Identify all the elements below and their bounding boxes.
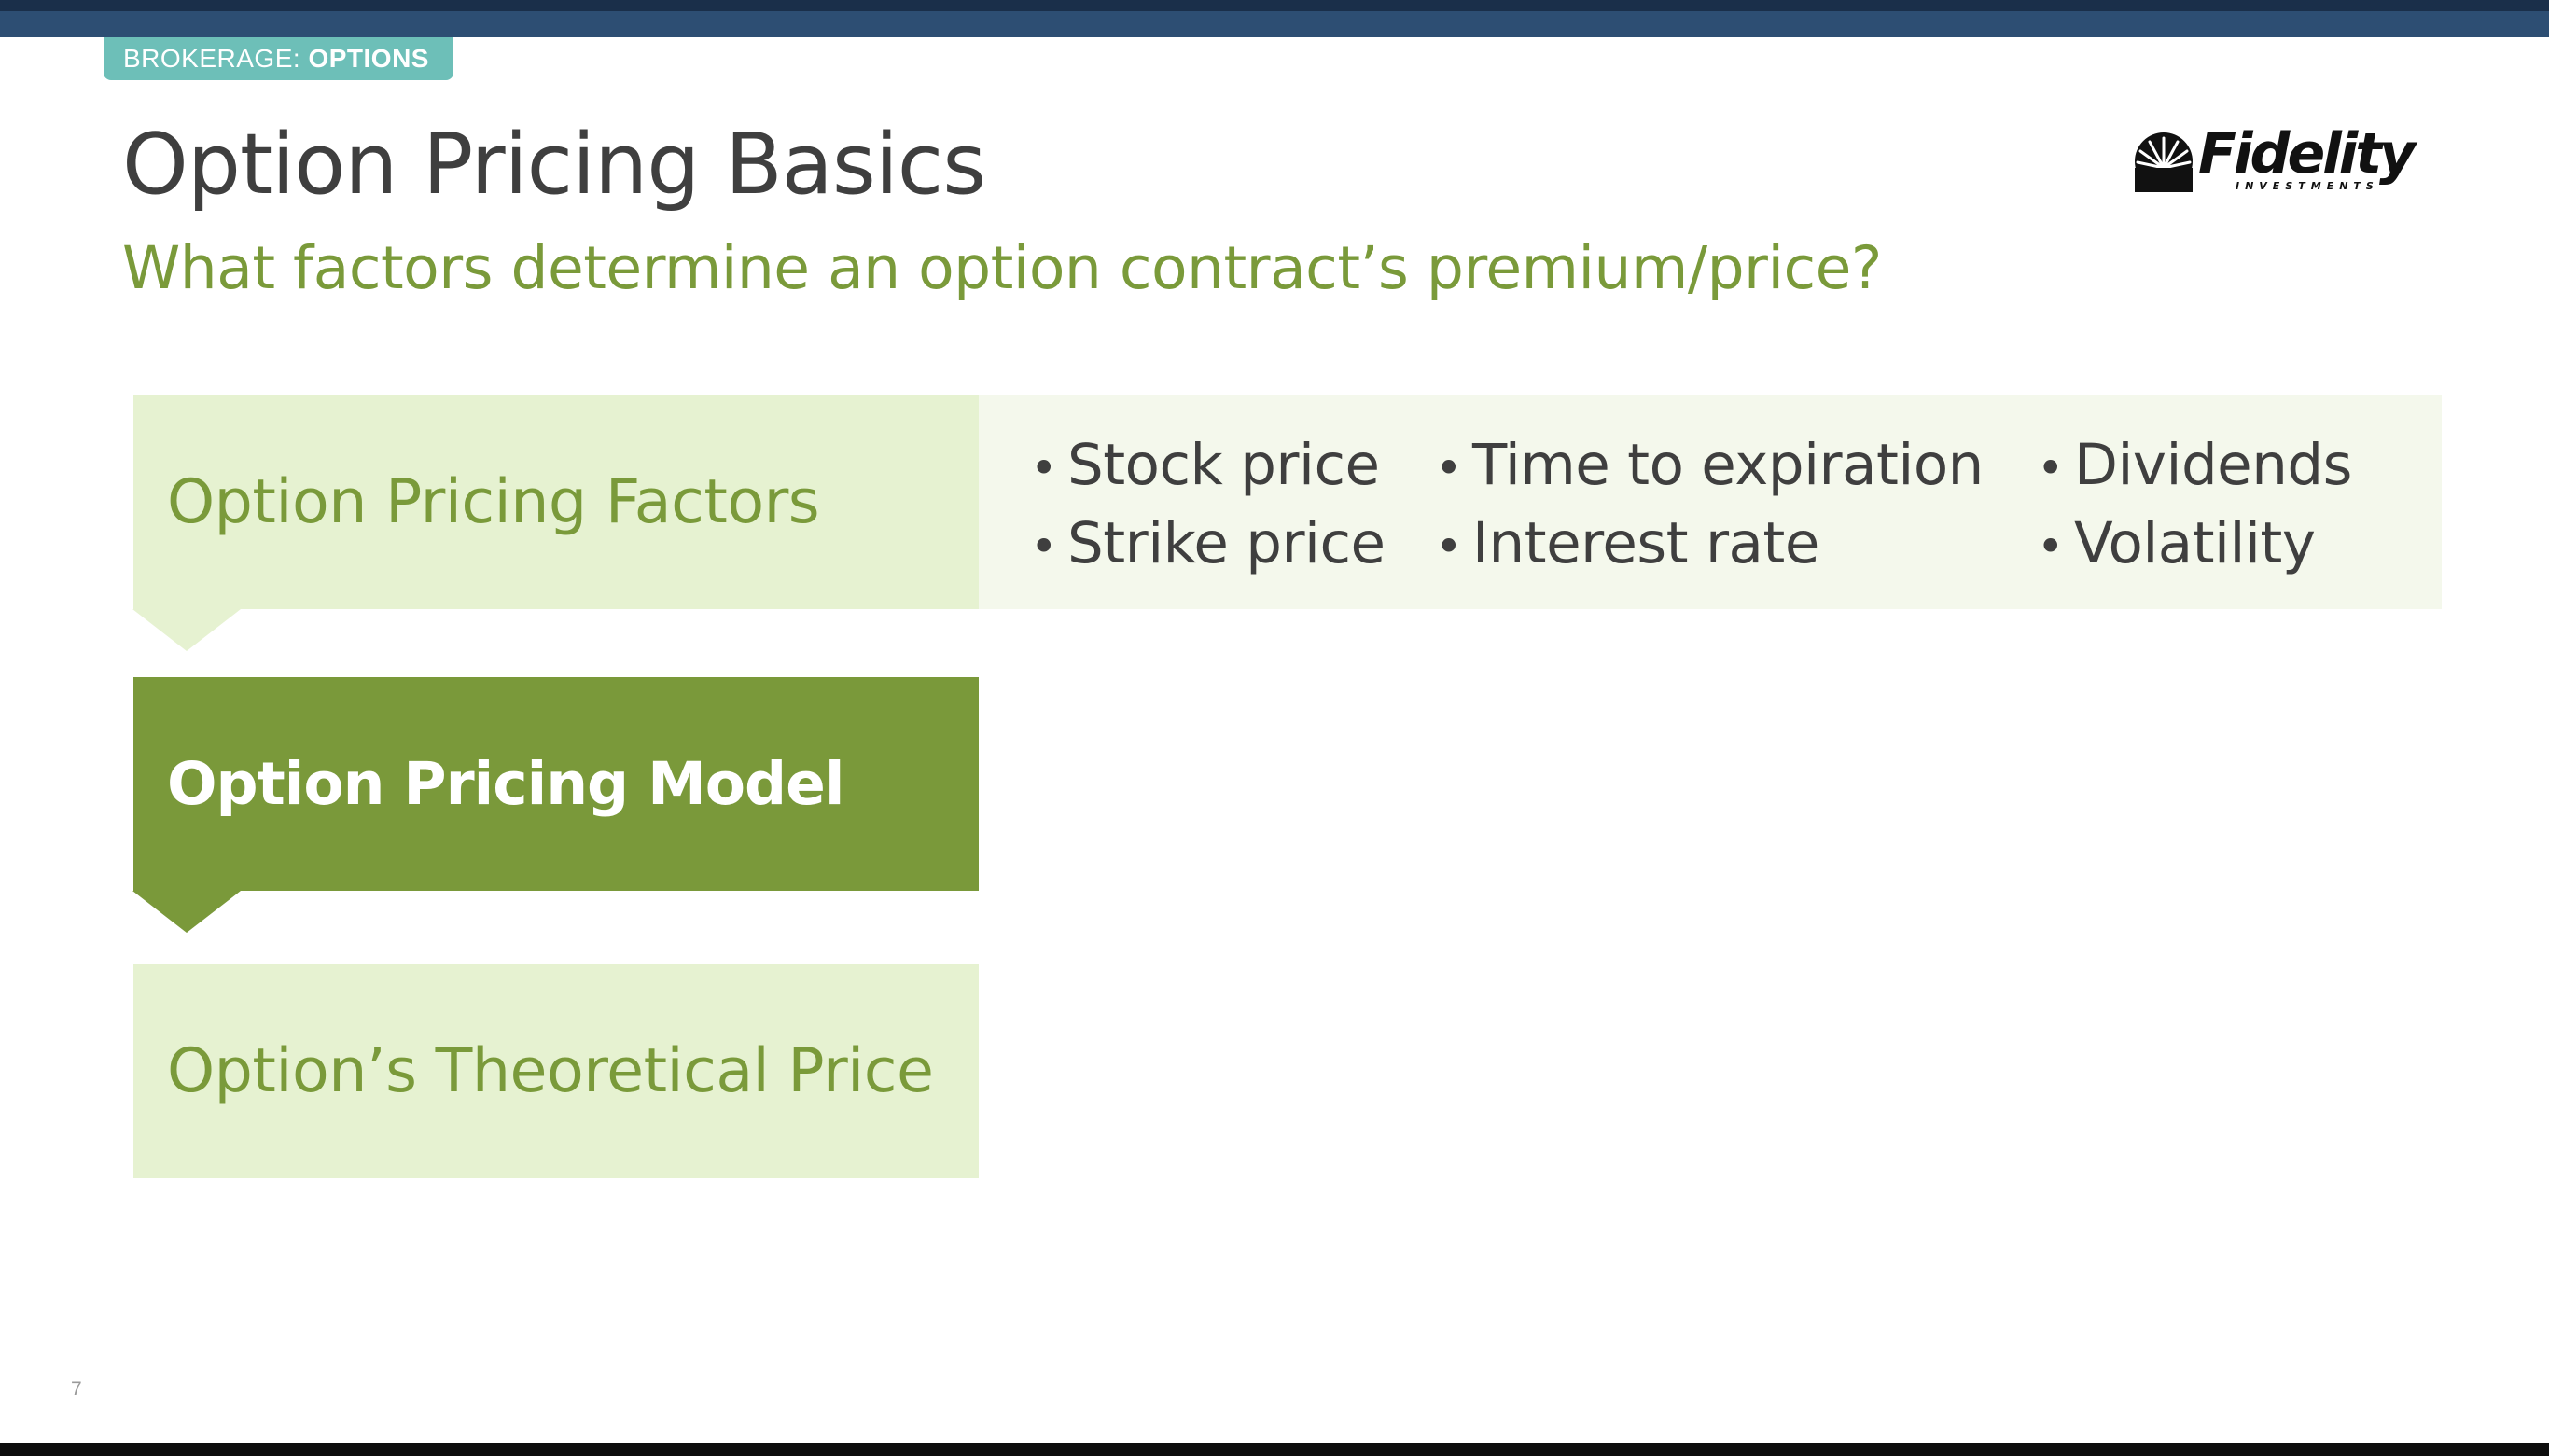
- page-subtitle: What factors determine an option contrac…: [122, 234, 1882, 302]
- fidelity-logo: Fidelity INVESTMENTS: [2133, 121, 2422, 200]
- theoretical-price-box: Option’s Theoretical Price: [133, 964, 979, 1178]
- down-arrow-pointer: [132, 891, 241, 933]
- logo-subtext: INVESTMENTS: [2236, 180, 2379, 192]
- factor-label: Time to expiration: [1472, 432, 1984, 498]
- bullet-glyph: •: [1435, 520, 1463, 574]
- page-title: Option Pricing Basics: [122, 116, 986, 214]
- factor-item: •Interest rate: [1435, 506, 1819, 584]
- theoretical-price-label: Option’s Theoretical Price: [167, 1036, 934, 1106]
- factor-label: Stock price: [1067, 432, 1380, 498]
- bullet-glyph: •: [2037, 441, 2065, 495]
- bullet-glyph: •: [1030, 520, 1058, 574]
- down-arrow-pointer: [132, 609, 241, 651]
- category-tag: BROKERAGE: OPTIONS: [104, 37, 453, 80]
- option-pricing-model-box: Option Pricing Model: [133, 677, 979, 891]
- option-pricing-factors-box: Option Pricing Factors: [133, 395, 979, 609]
- pricing-factors-panel: •Stock price •Strike price •Time to expi…: [979, 395, 2442, 609]
- factor-item: •Time to expiration: [1435, 428, 1984, 506]
- bullet-glyph: •: [1030, 441, 1058, 495]
- logo-wordmark: Fidelity: [2198, 121, 2416, 187]
- factor-label: Volatility: [2074, 510, 2316, 576]
- factor-item: •Strike price: [1030, 506, 1386, 584]
- factor-item: •Dividends: [2037, 428, 2352, 506]
- factor-label: Strike price: [1067, 510, 1386, 576]
- factor-label: Interest rate: [1472, 510, 1819, 576]
- option-pricing-model-label: Option Pricing Model: [167, 750, 844, 818]
- page-number: 7: [71, 1379, 82, 1400]
- bullet-glyph: •: [2037, 520, 2065, 574]
- category-prefix: BROKERAGE:: [123, 44, 301, 73]
- factor-label: Dividends: [2074, 432, 2352, 498]
- fidelity-starburst-icon: [2135, 132, 2193, 192]
- category-name: OPTIONS: [308, 44, 429, 73]
- option-pricing-factors-label: Option Pricing Factors: [167, 467, 820, 537]
- top-header-bar: [0, 0, 2549, 37]
- factor-item: •Volatility: [2037, 506, 2316, 584]
- factor-item: •Stock price: [1030, 428, 1380, 506]
- bullet-glyph: •: [1435, 441, 1463, 495]
- bottom-bar: [0, 1443, 2549, 1456]
